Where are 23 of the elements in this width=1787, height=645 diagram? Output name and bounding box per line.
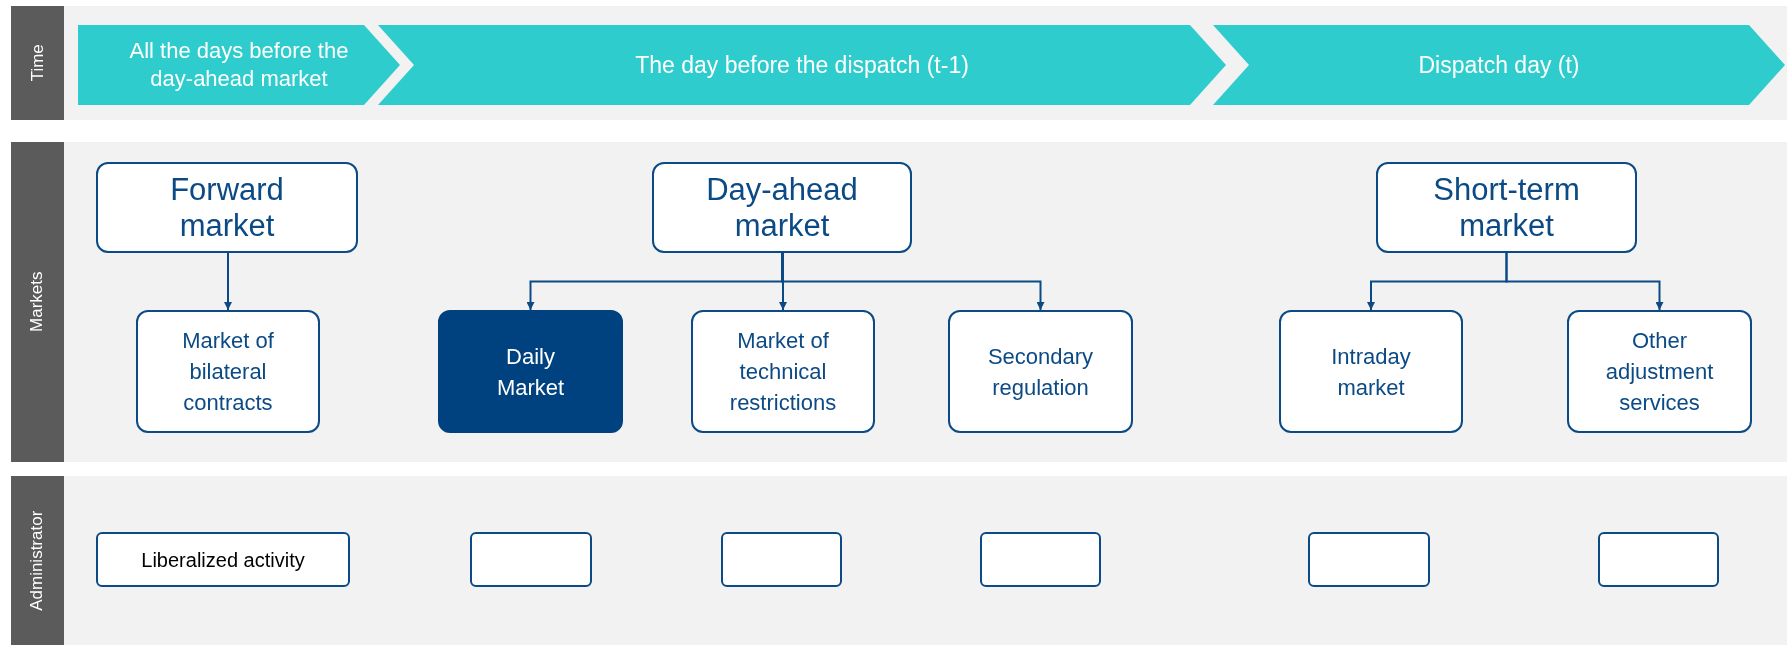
- market-box: Market of technical restrictions: [691, 310, 875, 433]
- connector-arrow: [779, 252, 787, 311]
- phase-banner: Dispatch day (t): [1213, 25, 1785, 105]
- administrator-box: [980, 532, 1101, 587]
- market-box: Intraday market: [1279, 310, 1463, 433]
- administrator-box: [1598, 532, 1719, 587]
- administrator-box: [1308, 532, 1430, 587]
- market-box: Market of bilateral contracts: [136, 310, 320, 433]
- market-box: Forward market: [96, 162, 358, 253]
- administrator-box: [470, 532, 592, 587]
- phase-banner: All the days before the day-ahead market: [78, 25, 400, 105]
- connector-arrow: [224, 252, 232, 311]
- market-box: Secondary regulation: [948, 310, 1133, 433]
- row-label: Administrator: [11, 476, 64, 645]
- market-box: Short-term market: [1376, 162, 1637, 253]
- connector-arrow: [1505, 252, 1664, 311]
- row-label: Time: [11, 6, 64, 120]
- row-label: Markets: [11, 142, 64, 462]
- market-box: Other adjustment services: [1567, 310, 1752, 433]
- market-box: Day-ahead market: [652, 162, 912, 253]
- administrator-box: [721, 532, 842, 587]
- administrator-box: Liberalized activity: [96, 532, 350, 587]
- market-box: Daily Market: [438, 310, 623, 433]
